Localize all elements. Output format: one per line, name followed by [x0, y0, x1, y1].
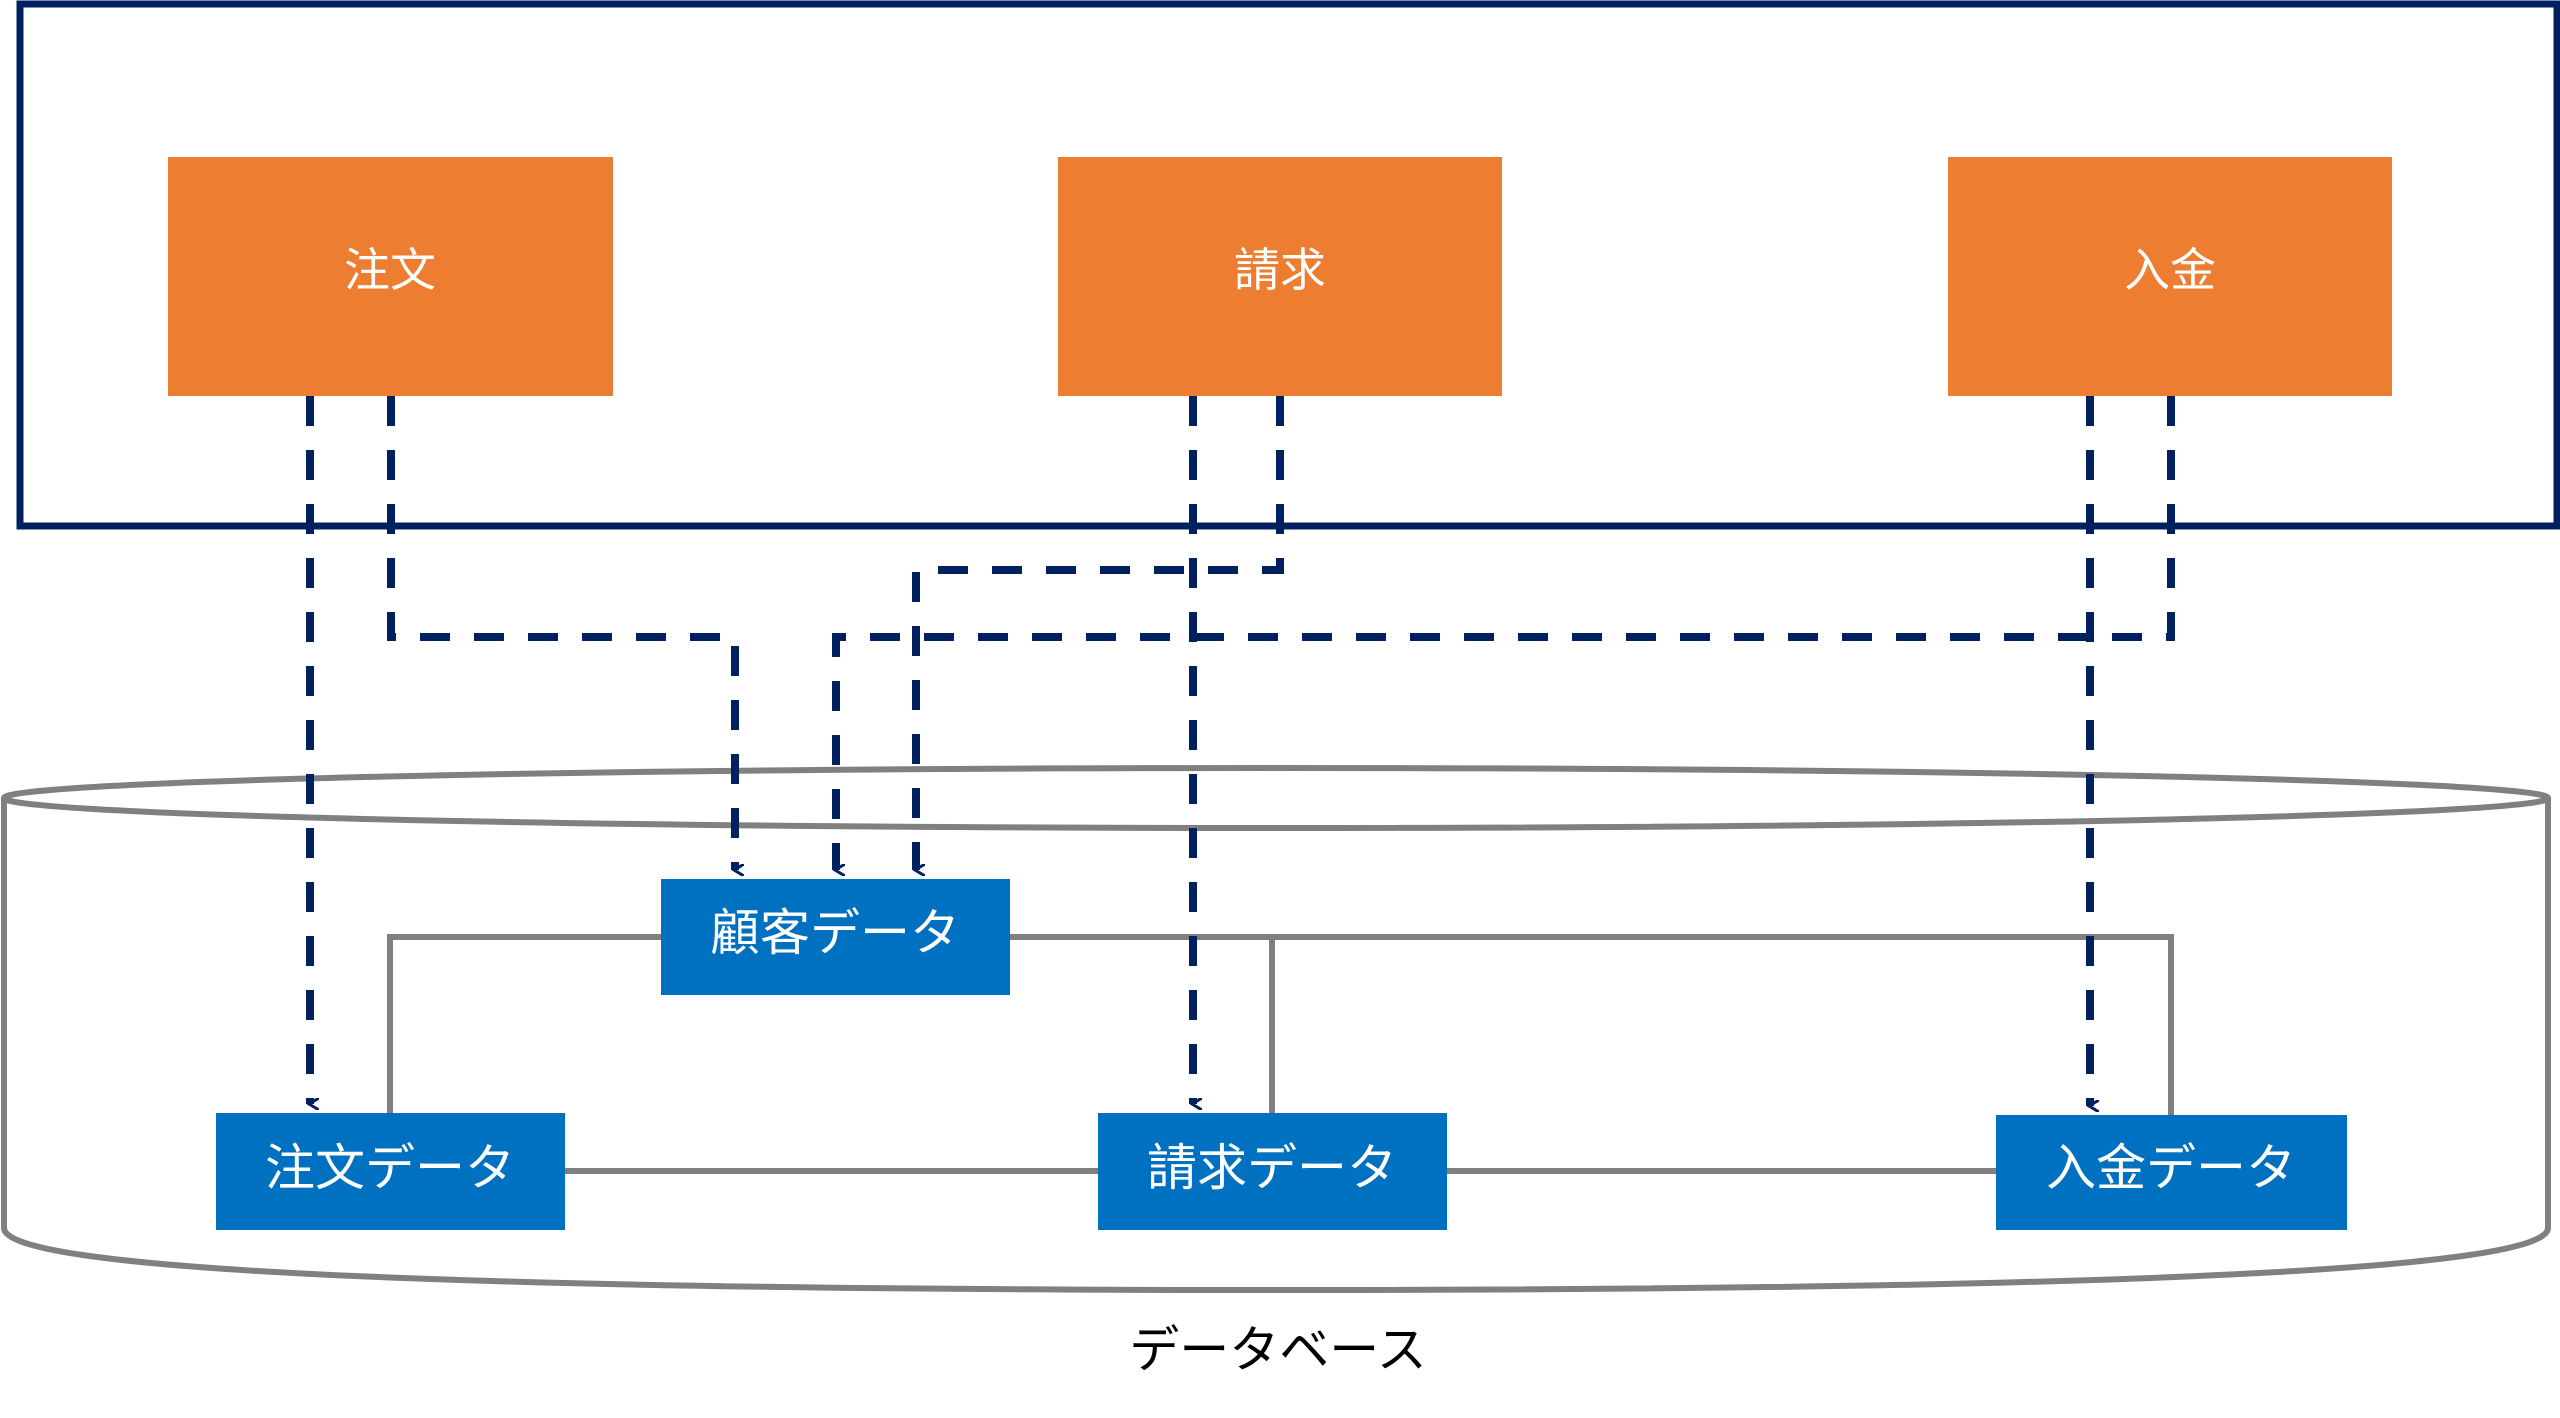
table-payment-data-box[interactable] — [1996, 1115, 2347, 1230]
process-payment[interactable]: 入金 — [1948, 157, 2392, 396]
table-order-data-label: 注文データ — [265, 1139, 515, 1197]
table-order-data-box[interactable] — [216, 1113, 565, 1230]
database-cylinder — [1, 765, 2551, 1294]
relation-customer-billing-payment — [1010, 934, 2174, 1115]
process-billing[interactable]: 請求 — [1058, 157, 1502, 396]
table-billing-data-label: 請求データ — [1147, 1139, 1397, 1197]
relation-customer-order — [387, 934, 661, 1113]
database-label: データベース — [1129, 1321, 1427, 1379]
table-customer-data-label: 顧客データ — [710, 904, 960, 962]
relation-lines — [387, 934, 2174, 1174]
process-order-label: 注文 — [344, 243, 436, 297]
table-customer-data[interactable]: 顧客データ — [661, 879, 1010, 995]
application-frame — [16, 0, 2560, 530]
process-billing-box[interactable] — [1058, 157, 1502, 396]
process-order-box[interactable] — [168, 157, 613, 396]
process-payment-box[interactable] — [1948, 157, 2392, 396]
table-order-data[interactable]: 注文データ — [216, 1113, 565, 1230]
flow-payment-to-customer-data — [832, 396, 2175, 870]
database-body — [1, 798, 2551, 1294]
table-payment-data[interactable]: 入金データ — [1996, 1115, 2347, 1230]
table-billing-data-box[interactable] — [1098, 1113, 1447, 1230]
process-order[interactable]: 注文 — [168, 157, 613, 396]
table-billing-data[interactable]: 請求データ — [1098, 1113, 1447, 1230]
process-payment-label: 入金 — [2124, 243, 2216, 297]
database-top — [1, 765, 2551, 831]
flow-lines — [306, 396, 2175, 1106]
table-customer-data-box[interactable] — [661, 879, 1010, 995]
flow-order-to-customer-data — [387, 396, 735, 870]
process-billing-label: 請求 — [1234, 243, 1326, 297]
table-payment-data-label: 入金データ — [2046, 1139, 2296, 1197]
